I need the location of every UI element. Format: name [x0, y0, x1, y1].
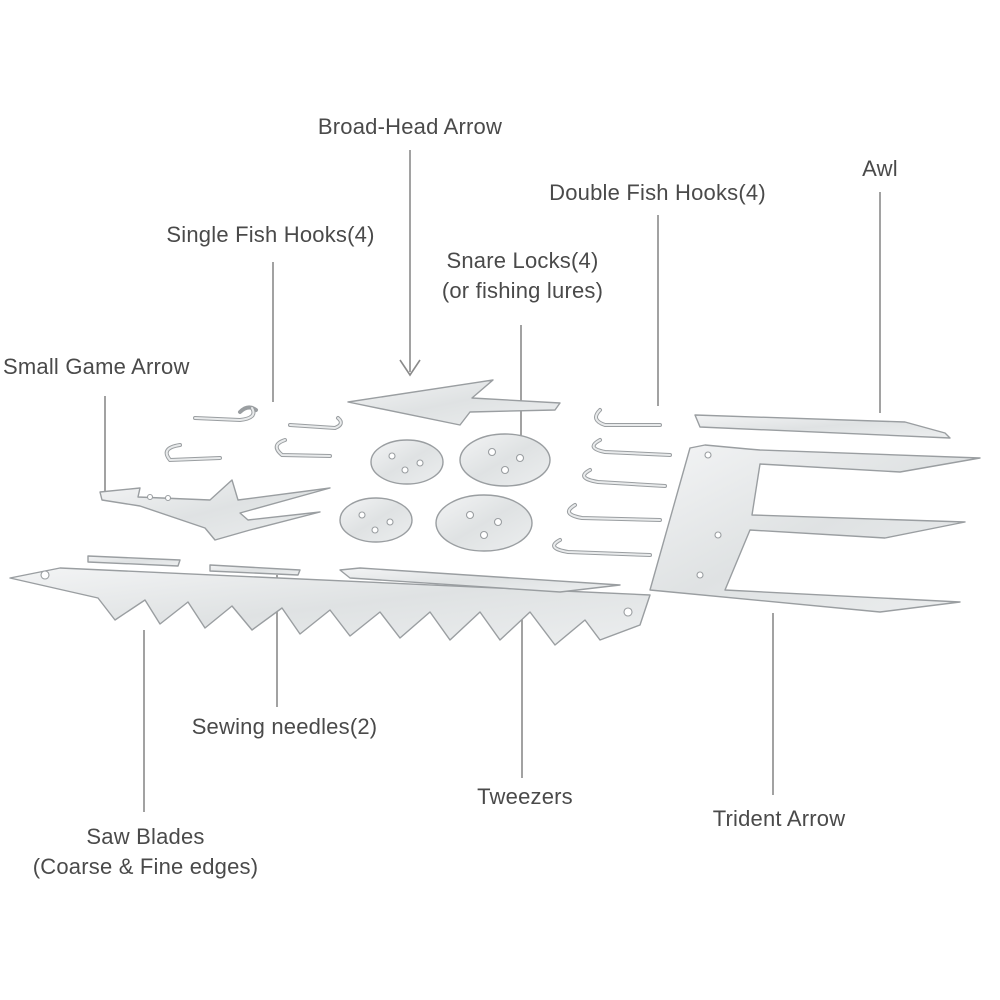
leader-lines — [104, 150, 881, 812]
leader-broad-head-arrowhead — [399, 359, 421, 377]
trident-arrow-part — [649, 444, 981, 613]
snare-lock-3 — [339, 497, 413, 543]
label-small-game-arrow: Small Game Arrow — [3, 354, 190, 379]
label-double-fish-hooks: Double Fish Hooks(4) — [549, 180, 766, 205]
label-broad-head-arrow: Broad-Head Arrow — [317, 114, 503, 139]
snare-lock-4 — [435, 494, 533, 552]
snare-lock-2 — [459, 433, 551, 487]
small-game-arrow-part — [99, 479, 331, 541]
tweezers-part — [339, 567, 621, 593]
label-saw-blades: Saw Blades (Coarse & Fine edges) — [32, 824, 259, 879]
label-awl: Awl — [862, 156, 898, 181]
sewing-needle-2 — [209, 564, 301, 576]
label-tweezers: Tweezers — [477, 784, 573, 809]
awl-part — [694, 414, 951, 439]
label-trident-arrow: Trident Arrow — [712, 806, 846, 831]
broad-head-arrow-part — [347, 379, 561, 426]
label-single-fish-hooks: Single Fish Hooks(4) — [166, 222, 375, 247]
label-snare-locks: Snare Locks(4) (or fishing lures) — [441, 248, 604, 303]
snare-lock-1 — [370, 439, 444, 485]
sewing-needle-1 — [87, 555, 181, 567]
saw-blade-part — [9, 567, 651, 646]
label-sewing-needles: Sewing needles(2) — [191, 714, 378, 739]
punched-holes — [40, 447, 722, 617]
